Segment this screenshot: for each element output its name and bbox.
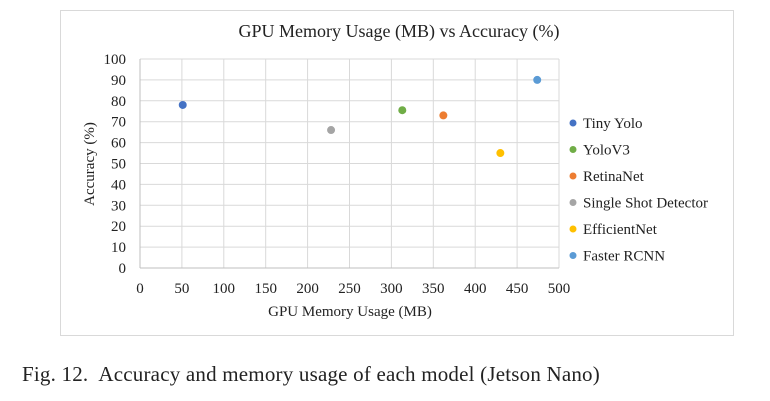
x-tick-label: 50 (174, 281, 189, 297)
legend-label: Single Shot Detector (583, 196, 708, 212)
y-axis-label: Accuracy (%) (82, 122, 98, 206)
x-axis-label: GPU Memory Usage (MB) (268, 304, 432, 320)
x-tick-label: 200 (296, 281, 319, 297)
axes (139, 59, 559, 269)
data-point (178, 100, 187, 109)
y-tick-label: 50 (111, 157, 126, 173)
data-point (439, 111, 448, 120)
legend-marker (569, 146, 577, 153)
x-tick-label: 150 (254, 281, 277, 297)
legend-marker (569, 119, 577, 127)
y-tick-label: 40 (111, 177, 126, 193)
x-tick-label: 450 (506, 281, 528, 297)
x-tick-labels: 0 50 100 150 200 250 300 350 400 450 500 (136, 281, 570, 297)
legend-marker (569, 252, 577, 259)
x-tick-label: 250 (338, 281, 361, 297)
figure-caption: Fig. 12. Accuracy and memory usage of eac… (22, 362, 600, 387)
data-point (398, 106, 407, 115)
chart-frame: GPU Memory Usage (MB) vs Accuracy (%) 0 5… (60, 10, 734, 336)
data-point (327, 126, 336, 135)
x-tick-label: 100 (213, 281, 236, 297)
x-tick-label: 300 (380, 281, 403, 297)
y-tick-label: 80 (111, 94, 126, 110)
y-tick-label: 90 (111, 73, 126, 89)
legend-label: RetinaNet (583, 169, 645, 185)
x-tick-label: 0 (136, 281, 144, 297)
legend-marker (569, 172, 577, 180)
figure-number: Fig. 12. (22, 362, 89, 386)
y-tick-label: 10 (111, 240, 126, 256)
y-tick-label: 100 (104, 52, 127, 68)
y-tick-label: 0 (119, 261, 127, 277)
data-point (496, 149, 505, 158)
y-tick-label: 30 (111, 198, 126, 214)
data-point (533, 75, 542, 84)
legend-label: Faster RCNN (583, 249, 665, 265)
scatter-chart: GPU Memory Usage (MB) vs Accuracy (%) 0 5… (82, 21, 708, 320)
grid-lines (140, 58, 560, 268)
chart-title: GPU Memory Usage (MB) vs Accuracy (%) (239, 21, 560, 42)
y-tick-label: 70 (111, 115, 126, 131)
legend-marker (569, 225, 577, 233)
x-tick-label: 350 (422, 281, 445, 297)
legend-label: YoloV3 (583, 143, 630, 159)
y-tick-label: 60 (111, 136, 126, 152)
figure-caption-text: Accuracy and memory usage of each model … (98, 362, 600, 386)
legend-marker (569, 199, 577, 206)
x-tick-label: 500 (548, 281, 571, 297)
legend-label: EfficientNet (583, 222, 658, 238)
data-points (178, 75, 542, 158)
y-tick-labels: 0 10 20 30 40 50 60 70 80 90 100 (104, 52, 127, 277)
x-tick-label: 400 (464, 281, 487, 297)
legend-label: Tiny Yolo (583, 116, 643, 132)
y-tick-label: 20 (111, 219, 126, 235)
